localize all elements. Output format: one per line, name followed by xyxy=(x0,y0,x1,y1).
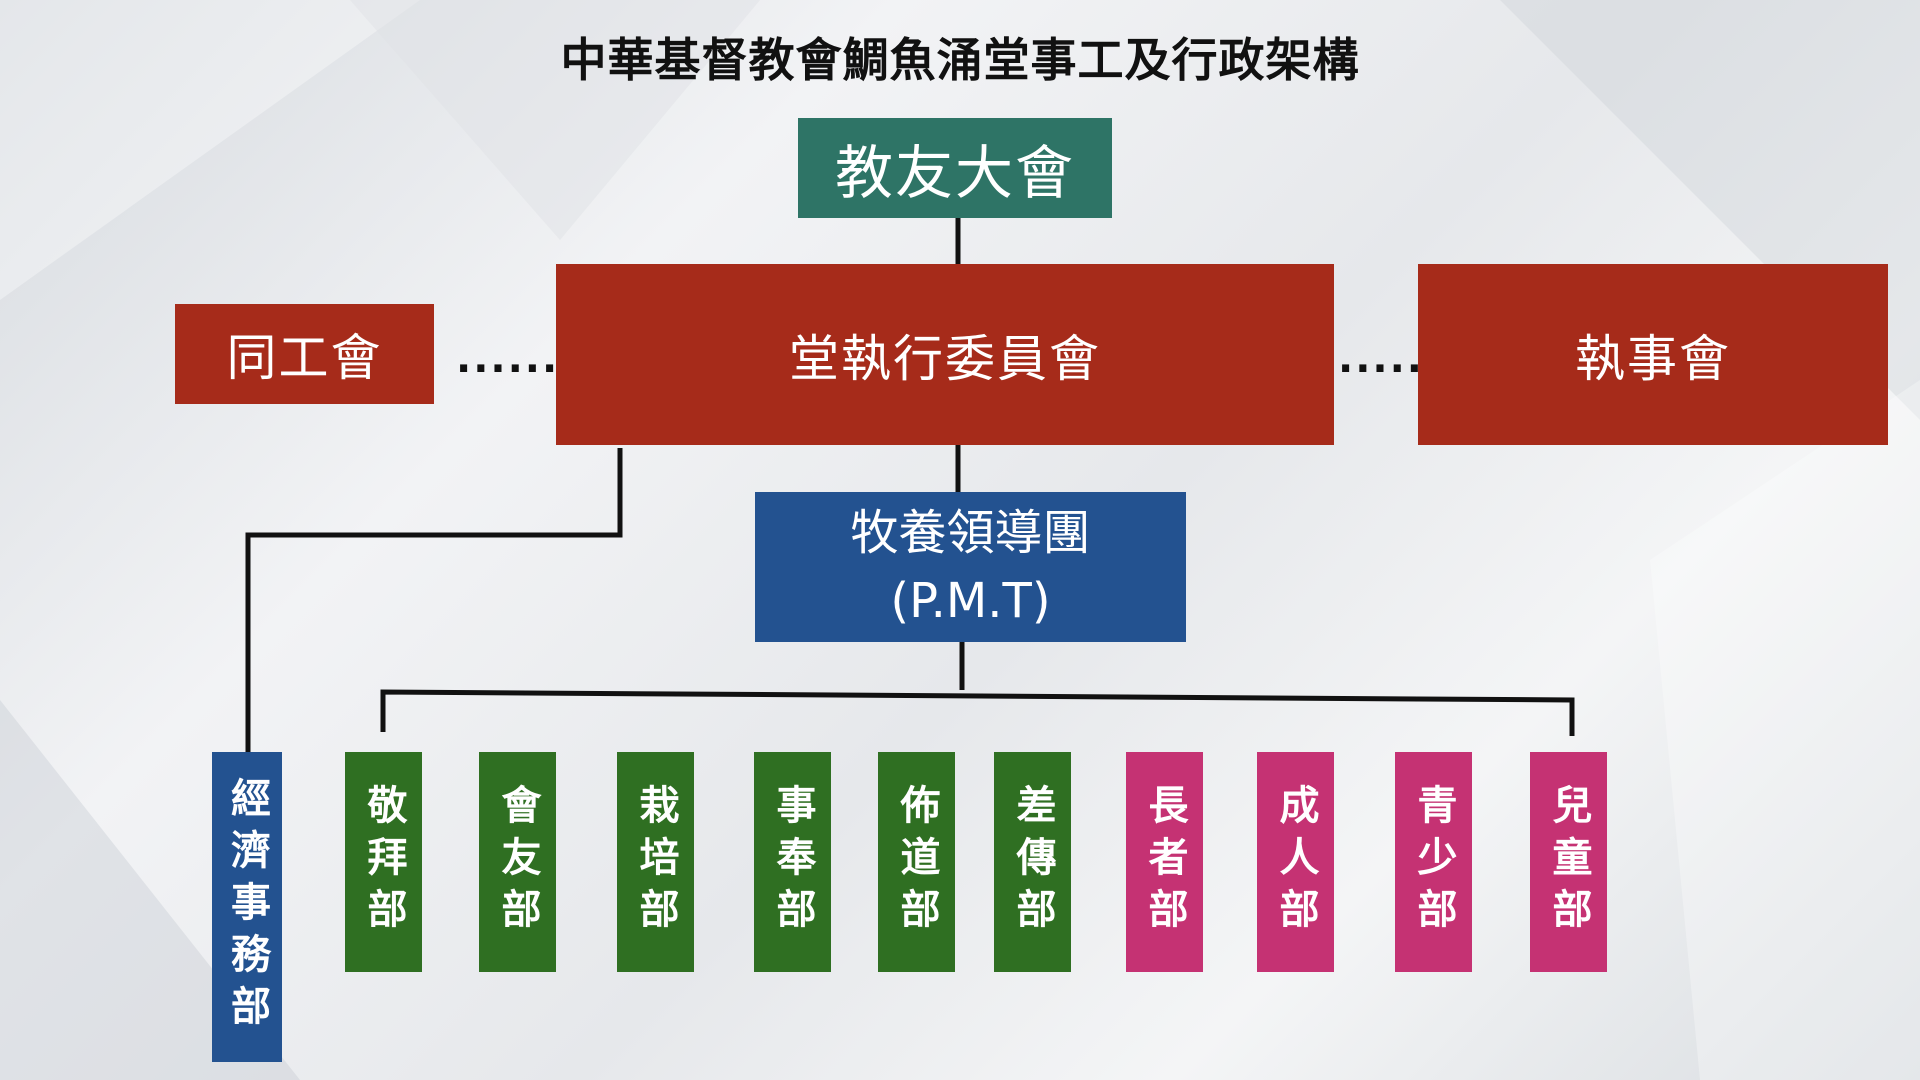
member-dept-box: 會友部 xyxy=(479,752,556,972)
adult-dept-box: 成人部 xyxy=(1257,752,1334,972)
connector-dots-left: ...... xyxy=(456,336,560,382)
pmt-abbreviation: (P.M.T) xyxy=(890,573,1051,629)
youth-dept-box: 青少部 xyxy=(1395,752,1472,972)
service-dept-box: 事奉部 xyxy=(754,752,831,972)
deacons-box: 執事會 xyxy=(1418,264,1888,445)
pmt-box: 牧養領導團 (P.M.T) xyxy=(755,492,1186,642)
finance-dept-box: 經濟事務部 xyxy=(212,752,282,1062)
children-dept-box: 兒童部 xyxy=(1530,752,1607,972)
exec-committee-box: 堂執行委員會 xyxy=(556,264,1334,445)
staff-box: 同工會 xyxy=(175,304,434,404)
pmt-title: 牧養領導團 xyxy=(850,505,1091,561)
evangelism-dept-box: 佈道部 xyxy=(878,752,955,972)
nurture-dept-box: 栽培部 xyxy=(617,752,694,972)
elderly-dept-box: 長者部 xyxy=(1126,752,1203,972)
mission-dept-box: 差傳部 xyxy=(994,752,1071,972)
worship-dept-box: 敬拜部 xyxy=(345,752,422,972)
assembly-box: 教友大會 xyxy=(798,118,1112,218)
diagram-title: 中華基督教會鯛魚涌堂事工及行政架構 xyxy=(560,33,1360,87)
